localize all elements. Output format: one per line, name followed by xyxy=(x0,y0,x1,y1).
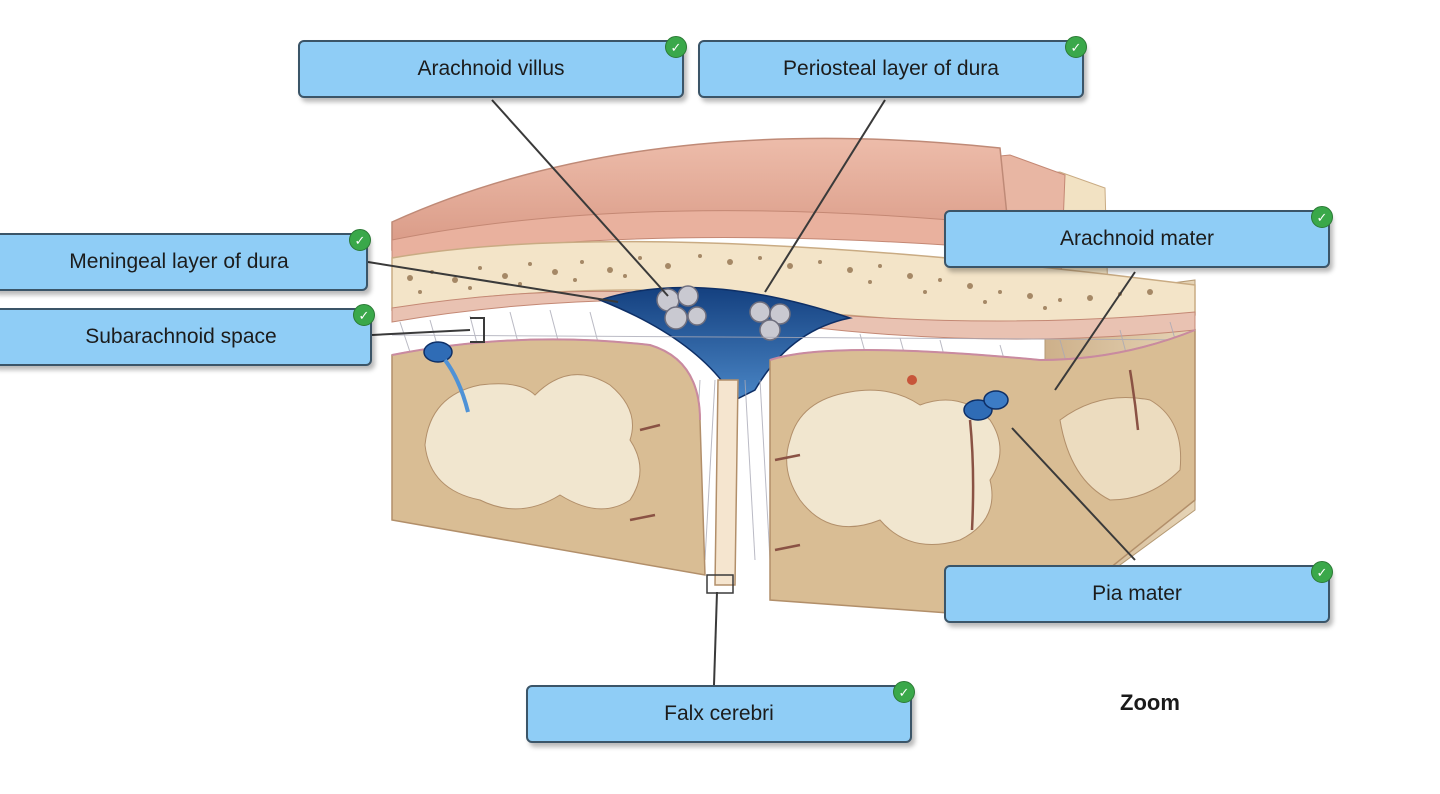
check-icon: ✓ xyxy=(665,36,687,58)
pia-line-right xyxy=(769,329,1196,362)
label-falx-cerebri-text: Falx cerebri xyxy=(664,702,774,725)
check-icon: ✓ xyxy=(893,681,915,703)
label-pia-mater[interactable]: Pia mater ✓ xyxy=(944,561,1333,623)
leader-lines xyxy=(367,99,1136,686)
blood-vessels xyxy=(423,341,1009,421)
label-pia-mater-text: Pia mater xyxy=(1092,582,1182,605)
label-arachnoid-mater-text: Arachnoid mater xyxy=(1059,227,1215,250)
pia-line xyxy=(391,338,701,421)
falx-pointer-box xyxy=(706,574,734,594)
label-meningeal-dura-text: Meningeal layer of dura xyxy=(69,250,289,273)
zoom-link[interactable]: Zoom xyxy=(1120,690,1180,715)
check-icon: ✓ xyxy=(1311,561,1333,583)
label-periosteal-dura-text: Periosteal layer of dura xyxy=(783,57,999,80)
leader-periosteal-dura xyxy=(764,99,886,293)
check-icon: ✓ xyxy=(1311,206,1333,228)
subarachnoid-bracket xyxy=(470,317,485,343)
leader-arachnoid-mater xyxy=(1054,271,1136,391)
sulci xyxy=(629,369,1140,552)
label-arachnoid-mater[interactable]: Arachnoid mater ✓ xyxy=(944,206,1333,268)
leader-pia-mater xyxy=(1011,427,1136,561)
label-arachnoid-villus-text: Arachnoid villus xyxy=(417,57,565,80)
leader-meningeal-dura xyxy=(367,261,619,303)
right-white-matter xyxy=(786,389,1001,545)
leader-subarachnoid-space xyxy=(371,329,471,336)
check-icon: ✓ xyxy=(349,229,371,251)
label-arachnoid-villus[interactable]: Arachnoid villus ✓ xyxy=(298,36,687,98)
label-periosteal-dura[interactable]: Periosteal layer of dura ✓ xyxy=(698,36,1087,98)
side-white-matter xyxy=(1059,397,1182,501)
left-white-matter xyxy=(424,374,641,510)
check-icon: ✓ xyxy=(353,304,375,326)
label-subarachnoid-space-text: Subarachnoid space xyxy=(85,325,277,348)
leader-arachnoid-villus xyxy=(491,99,669,297)
label-meningeal-dura[interactable]: Meningeal layer of dura ✓ xyxy=(0,229,371,291)
label-subarachnoid-space[interactable]: Subarachnoid space ✓ xyxy=(0,304,375,366)
label-falx-cerebri[interactable]: Falx cerebri ✓ xyxy=(526,681,915,743)
diploe-speckles xyxy=(407,254,1153,310)
falx-cerebri-shape xyxy=(714,379,739,586)
leader-falx-cerebri xyxy=(713,591,718,686)
arachnoid-villi xyxy=(656,285,791,341)
check-icon: ✓ xyxy=(1065,36,1087,58)
